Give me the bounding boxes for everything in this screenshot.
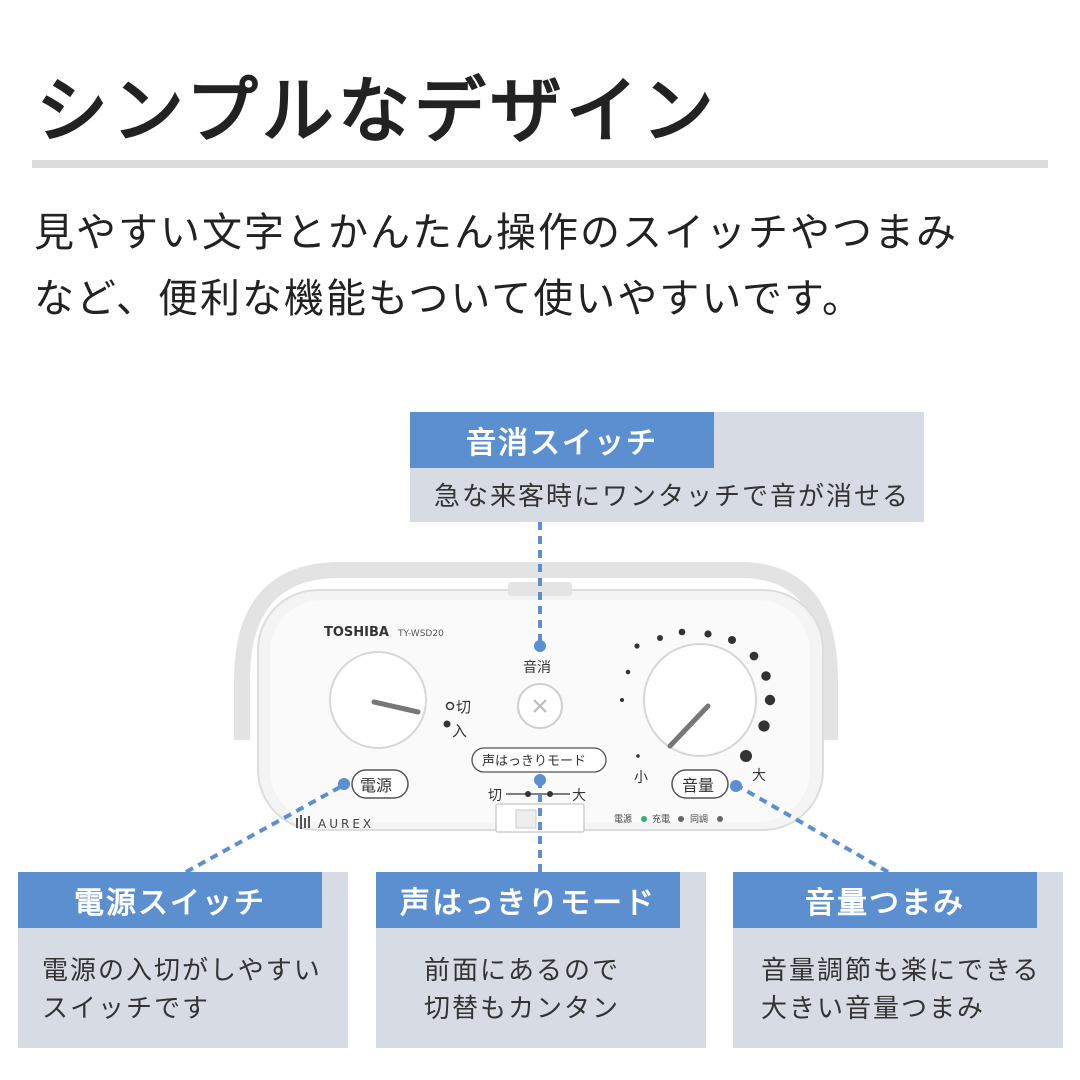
volume-knob-indicator bbox=[667, 703, 711, 749]
callout-power-heading: 電源スイッチ bbox=[18, 872, 322, 928]
power-knob-indicator bbox=[371, 699, 421, 715]
power-off-mark bbox=[445, 701, 455, 711]
voice-mode-label-box bbox=[471, 747, 607, 773]
callout-volume-heading: 音量つまみ bbox=[733, 872, 1037, 928]
power-off-label: 切 bbox=[456, 698, 471, 716]
callout-power-body-line-2: スイッチです bbox=[42, 994, 211, 1024]
callout-mute-body: 急な来客時にワンタッチで音が消せる bbox=[434, 482, 911, 512]
voice-off-label: 切 bbox=[488, 788, 502, 804]
callout-voice-mode-body-line-1: 前面にあるので bbox=[424, 956, 621, 986]
callout-power-body-line-1: 電源の入切がしやすい bbox=[42, 956, 322, 986]
model-label: TY-WSD20 bbox=[397, 629, 444, 639]
callout-volume-body: 音量調節も楽にできる 大きい音量つまみ bbox=[761, 952, 1040, 1028]
page-title: シンプルなデザイン bbox=[36, 69, 718, 153]
voice-mode-label: 声はっきりモード bbox=[482, 754, 586, 769]
device-illustration: TOSHIBA TY-WSD20 切 入 電源 音消 声はっきりモード 切 大 … bbox=[234, 562, 838, 833]
callout-volume: 音量つまみ 音量調節も楽にできる 大きい音量つまみ bbox=[733, 872, 1063, 1048]
power-knob[interactable] bbox=[329, 651, 427, 749]
indicator-sync-label: 同調 bbox=[690, 813, 708, 825]
mute-label: 音消 bbox=[523, 659, 551, 676]
callout-mute-heading: 音消スイッチ bbox=[410, 412, 714, 468]
volume-label: 音量 bbox=[682, 776, 714, 795]
volume-knob[interactable] bbox=[643, 643, 757, 757]
callout-power-body: 電源の入切がしやすい スイッチです bbox=[42, 952, 322, 1028]
intro-line-1: 見やすい文字とかんたん操作のスイッチやつまみ bbox=[34, 210, 958, 256]
intro-line-2: など、便利な機能もついて使いやすいです。 bbox=[34, 276, 864, 322]
callout-voice-mode-body-line-2: 切替もカンタン bbox=[424, 994, 621, 1024]
mute-button-cross-b bbox=[533, 699, 547, 713]
volume-max-label: 大 bbox=[752, 768, 766, 784]
power-label-box bbox=[351, 769, 409, 799]
callout-mute: 音消スイッチ 急な来客時にワンタッチで音が消せる bbox=[410, 412, 924, 522]
brand-label: TOSHIBA bbox=[324, 625, 389, 640]
voice-scale-dot-b bbox=[547, 791, 553, 797]
callout-power: 電源スイッチ 電源の入切がしやすい スイッチです bbox=[18, 872, 348, 1048]
power-on-mark bbox=[443, 720, 451, 728]
voice-high-label: 大 bbox=[572, 788, 586, 804]
power-on-label: 入 bbox=[452, 722, 467, 740]
voice-mode-switch[interactable] bbox=[495, 803, 585, 833]
callout-volume-body-line-1: 音量調節も楽にできる bbox=[761, 956, 1041, 986]
aurex-logo-text: AUREX bbox=[318, 817, 374, 831]
power-label: 電源 bbox=[360, 776, 392, 795]
volume-min-label: 小 bbox=[634, 770, 648, 786]
indicator-charge-label: 充電 bbox=[652, 813, 670, 825]
callout-voice-mode: 声はっきりモード 前面にあるので 切替もカンタン bbox=[376, 872, 706, 1048]
device-top-tab bbox=[508, 582, 572, 596]
callout-voice-mode-heading: 声はっきりモード bbox=[376, 872, 680, 928]
indicator-charge-led bbox=[678, 816, 684, 822]
indicator-sync-led bbox=[717, 816, 723, 822]
callout-volume-body-line-2: 大きい音量つまみ bbox=[761, 994, 986, 1024]
indicator-power-label: 電源 bbox=[614, 814, 632, 825]
voice-scale-dot-a bbox=[525, 791, 531, 797]
voice-mode-switch-slider bbox=[515, 809, 537, 829]
volume-label-box bbox=[671, 769, 729, 799]
volume-scale-dots bbox=[620, 628, 776, 762]
callout-voice-mode-body: 前面にあるので 切替もカンタン bbox=[424, 952, 620, 1028]
title-divider bbox=[32, 160, 1048, 168]
indicator-power-led bbox=[641, 816, 647, 822]
intro-text: 見やすい文字とかんたん操作のスイッチやつまみ など、便利な機能もついて使いやすい… bbox=[34, 200, 958, 332]
